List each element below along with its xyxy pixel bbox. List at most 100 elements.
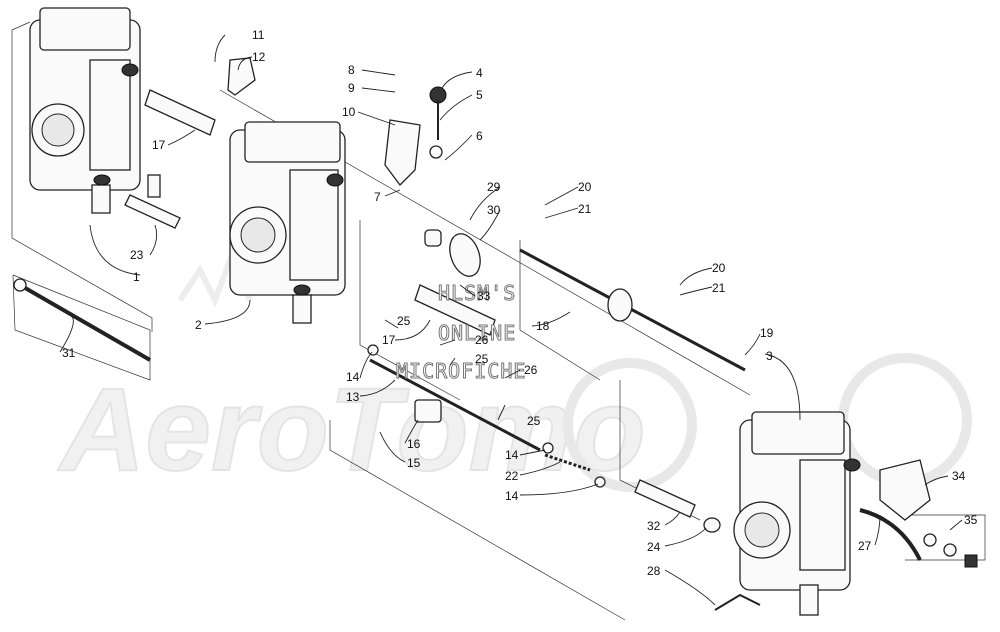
outline-bolt-box <box>12 274 151 381</box>
carb3-outlet <box>799 584 819 616</box>
callout-21a: 21 <box>578 202 592 216</box>
tee-branch-23 <box>147 174 161 198</box>
hlsm-watermark: HLSM'S ONLINE MICROFICHE <box>396 281 526 384</box>
brand-watermark: AeroTomo <box>56 252 972 497</box>
nut-24 <box>703 517 721 533</box>
pulley-33 <box>607 288 633 322</box>
leader-14c <box>519 483 599 496</box>
callout-18: 18 <box>536 319 550 333</box>
callout-32: 32 <box>647 519 661 533</box>
leader-20b <box>679 267 713 286</box>
leader-11 <box>214 34 226 63</box>
leader-22 <box>519 461 561 476</box>
leader-34 <box>924 475 949 486</box>
carb3-top-cap <box>751 411 845 455</box>
washer-14c <box>594 476 606 488</box>
carb1-top-cap <box>39 7 131 51</box>
carburetor-2 <box>229 121 346 324</box>
leader-9 <box>361 87 396 93</box>
leader-13 <box>359 379 396 397</box>
leader-29 <box>469 186 501 221</box>
carb2-bore-inner <box>240 217 276 253</box>
carb1-bore-inner <box>41 113 75 147</box>
bracket-12 <box>227 57 256 96</box>
carb2-outlet <box>292 294 312 324</box>
callout-9: 9 <box>348 81 355 95</box>
carb1-boot <box>121 63 139 77</box>
leader-21b <box>679 286 713 296</box>
leader-33 <box>459 284 476 297</box>
callout-12: 12 <box>252 50 266 64</box>
leader-28 <box>664 569 716 606</box>
callout-6: 6 <box>476 129 483 143</box>
callout-1: 1 <box>133 270 140 284</box>
callout-11: 11 <box>252 28 265 42</box>
leader-27 <box>874 514 881 546</box>
carb2-fitting <box>293 284 311 296</box>
carb3-bore-inner <box>744 512 780 548</box>
leader-16 <box>404 419 419 444</box>
leader-25b <box>449 357 456 366</box>
callout-labels: 1 2 3 4 5 6 7 8 9 10 11 12 13 14 14 14 1… <box>62 28 978 578</box>
leader-14b <box>519 449 546 456</box>
leader-8 <box>361 69 396 76</box>
carb2-boot <box>326 173 344 187</box>
leader-24 <box>664 527 707 547</box>
throttle-shaft-19 <box>519 248 746 372</box>
leader-32 <box>664 511 681 526</box>
leader-17b <box>394 319 431 341</box>
leader-4 <box>441 71 473 89</box>
leader-lines <box>59 34 963 606</box>
callout-15: 15 <box>407 456 421 470</box>
cable-27 <box>859 508 922 561</box>
tube-17b <box>414 284 496 336</box>
callout-31: 31 <box>62 346 76 360</box>
callout-26b: 26 <box>524 363 538 377</box>
leader-5 <box>439 94 473 121</box>
callout-21b: 21 <box>712 281 726 295</box>
washer-6 <box>429 145 443 159</box>
outline-mid <box>359 220 461 401</box>
carb3-side <box>799 459 846 571</box>
leader-2 <box>204 299 251 325</box>
callout-19: 19 <box>760 326 774 340</box>
leader-15 <box>379 431 406 463</box>
leader-17a <box>167 129 196 146</box>
lever-34 <box>879 459 931 521</box>
callout-33: 33 <box>477 289 491 303</box>
callout-30: 30 <box>487 203 501 217</box>
assembly-outlines <box>11 21 986 621</box>
leader-6 <box>444 134 473 161</box>
callout-28: 28 <box>647 564 661 578</box>
callout-23: 23 <box>130 248 144 262</box>
watermark-wheel-icon <box>563 358 697 492</box>
callout-14a: 14 <box>346 370 360 384</box>
shafts-and-tubes <box>13 57 978 611</box>
watermark-line3: MICROFICHE <box>396 359 526 383</box>
callout-17b: 17 <box>382 333 396 347</box>
callout-14c: 14 <box>505 489 519 503</box>
bolt-35 <box>964 554 978 568</box>
leader-26a <box>439 339 456 346</box>
leader-31 <box>59 314 74 353</box>
leader-19 <box>744 333 761 356</box>
clip-28 <box>714 593 761 611</box>
carburetor-3 <box>733 411 861 616</box>
long-bolt-head-31 <box>13 278 27 292</box>
callout-24: 24 <box>647 540 661 554</box>
callout-25c: 25 <box>527 414 541 428</box>
leader-21a <box>544 207 579 219</box>
carburetor-1 <box>29 7 141 214</box>
callout-34: 34 <box>952 469 966 483</box>
callout-20b: 20 <box>712 261 726 275</box>
callout-20a: 20 <box>578 180 592 194</box>
leader-10 <box>357 111 396 126</box>
tee-fitting-23 <box>124 194 181 229</box>
pin-32 <box>634 479 696 518</box>
callout-29: 29 <box>487 180 501 194</box>
sensor-16 <box>414 399 442 423</box>
leader-3 <box>764 353 801 421</box>
leader-25a <box>384 319 399 329</box>
